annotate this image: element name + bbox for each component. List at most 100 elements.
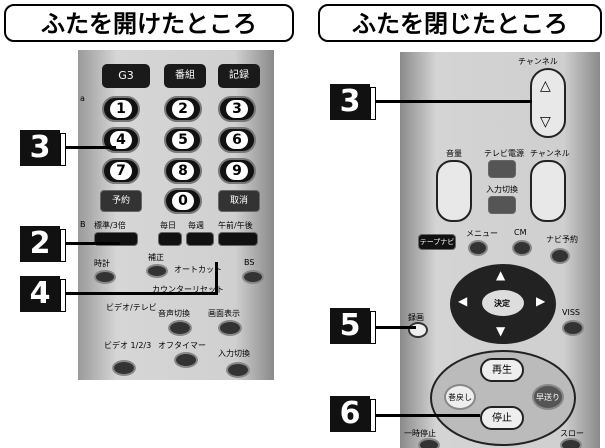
clock-label: 時計: [94, 259, 110, 268]
channel-label-2: チャンネル: [530, 149, 570, 158]
num-key-label: 8: [172, 162, 194, 180]
volume-label: 音量: [446, 149, 462, 158]
remote-open: G3 番組 記録 1 2 3 4 5 6 7 8 9 予約 0 取消 a B 標…: [78, 50, 274, 380]
callout-3-left: 3: [20, 130, 66, 166]
ff-label: 早送り: [536, 393, 560, 402]
ampm-button[interactable]: [218, 232, 258, 246]
fast-forward-button[interactable]: [532, 384, 564, 410]
video-123-button[interactable]: [112, 360, 136, 376]
num-key-label: 1: [110, 100, 132, 118]
cm-button[interactable]: [512, 240, 532, 256]
viss-label: VISS: [562, 308, 580, 317]
input-switch-button[interactable]: [226, 362, 250, 378]
g3-button[interactable]: G3: [102, 64, 150, 88]
channel-rocker[interactable]: [530, 68, 566, 138]
num-key-label: 3: [226, 100, 248, 118]
leader-6: [376, 414, 480, 417]
leader-3-right: [376, 100, 532, 103]
daily-button[interactable]: [158, 232, 182, 246]
cursor-up-icon: ▲: [496, 268, 506, 282]
channel-down-icon: ▽: [540, 114, 551, 130]
navi-reserve-button[interactable]: [550, 248, 570, 264]
channel-rocker-2[interactable]: [530, 160, 566, 222]
tv-power-label: テレビ電源: [484, 149, 524, 158]
cursor-right-icon: ▶: [536, 294, 546, 308]
num-key-0[interactable]: 0: [164, 188, 202, 214]
play-button[interactable]: 再生: [480, 358, 524, 382]
leader-2: [66, 242, 120, 245]
mode-label-weekly: 毎週: [188, 221, 204, 230]
off-timer-label: オフタイマー: [158, 341, 206, 350]
tape-navi-button[interactable]: テープナビ: [418, 234, 456, 250]
program-button[interactable]: 番組: [164, 64, 206, 88]
num-key-label: 4: [110, 131, 132, 149]
menu-button[interactable]: [468, 240, 488, 256]
record-button-top[interactable]: 記録: [218, 64, 260, 88]
pause-button[interactable]: [418, 438, 440, 448]
title-closed: ふたを閉じたところ: [318, 4, 602, 42]
weekly-button[interactable]: [186, 232, 214, 246]
bs-label: BS: [244, 258, 255, 267]
cancel-button[interactable]: 取消: [218, 190, 260, 212]
screen-display-label: 画面表示: [208, 309, 240, 318]
audio-switch-button[interactable]: [168, 320, 192, 336]
cursor-down-icon: ▼: [496, 324, 506, 338]
mode-label-standard: 標準/3倍: [94, 221, 126, 230]
slow-label: スロー: [560, 429, 584, 438]
viss-button[interactable]: [562, 320, 584, 336]
video-tv-label: ビデオ/テレビ: [106, 303, 157, 312]
leader-3-left: [66, 146, 116, 149]
num-key-8[interactable]: 8: [164, 158, 202, 184]
callout-4: 4: [20, 276, 66, 312]
channel-label: チャンネル: [518, 57, 558, 66]
num-key-label: 5: [172, 131, 194, 149]
auto-cut-label: オートカット: [174, 265, 222, 274]
num-key-6[interactable]: 6: [218, 127, 256, 153]
num-key-1[interactable]: 1: [102, 96, 140, 122]
screen-display-button[interactable]: [218, 320, 242, 336]
input-switch-button-2[interactable]: [488, 196, 516, 214]
callout-5: 5: [330, 308, 376, 344]
num-key-4[interactable]: 4: [102, 127, 140, 153]
bs-button[interactable]: [242, 270, 264, 284]
mode-label-daily: 毎日: [160, 221, 176, 230]
leader-5: [376, 326, 416, 329]
off-timer-button[interactable]: [174, 352, 198, 368]
volume-rocker[interactable]: [436, 160, 472, 222]
num-key-9[interactable]: 9: [218, 158, 256, 184]
correct-button[interactable]: [146, 264, 168, 278]
counter-reset-label: カウンターリセット: [152, 285, 224, 294]
num-key-5[interactable]: 5: [164, 127, 202, 153]
correct-label: 補正: [148, 253, 164, 262]
decide-label: 決定: [494, 299, 510, 308]
rewind-button[interactable]: [444, 384, 476, 410]
clock-button[interactable]: [94, 270, 116, 284]
num-key-2[interactable]: 2: [164, 96, 202, 122]
cursor-left-icon: ◀: [458, 294, 468, 308]
pause-label: 一時停止: [404, 429, 436, 438]
num-key-7[interactable]: 7: [102, 158, 140, 184]
remote-closed: チャンネル △ ▽ 音量 テレビ電源 チャンネル 入力切換 テープナビ メニュー…: [400, 52, 600, 448]
section-label-b: B: [80, 220, 86, 229]
num-key-3[interactable]: 3: [218, 96, 256, 122]
cm-label: CM: [514, 228, 527, 237]
num-key-label: 7: [110, 162, 132, 180]
tv-power-button[interactable]: [488, 160, 516, 178]
leader-4: [66, 292, 218, 295]
video-123-label: ビデオ 1/2/3: [104, 341, 152, 350]
record-label: 録画: [408, 313, 424, 322]
input-switch-label: 入力切換: [218, 349, 250, 358]
channel-up-icon: △: [540, 78, 551, 94]
stop-button[interactable]: 停止: [480, 406, 524, 430]
callout-6: 6: [330, 396, 376, 432]
num-key-label: 9: [226, 162, 248, 180]
record-button[interactable]: [408, 322, 428, 338]
callout-2: 2: [20, 226, 66, 262]
num-key-label: 6: [226, 131, 248, 149]
leader-4-vertical: [215, 262, 218, 295]
navi-reserve-label: ナビ予約: [546, 235, 578, 244]
slow-button[interactable]: [560, 438, 582, 448]
reserve-button[interactable]: 予約: [100, 190, 142, 212]
decide-button[interactable]: [480, 288, 526, 318]
section-label-a: a: [80, 94, 85, 103]
